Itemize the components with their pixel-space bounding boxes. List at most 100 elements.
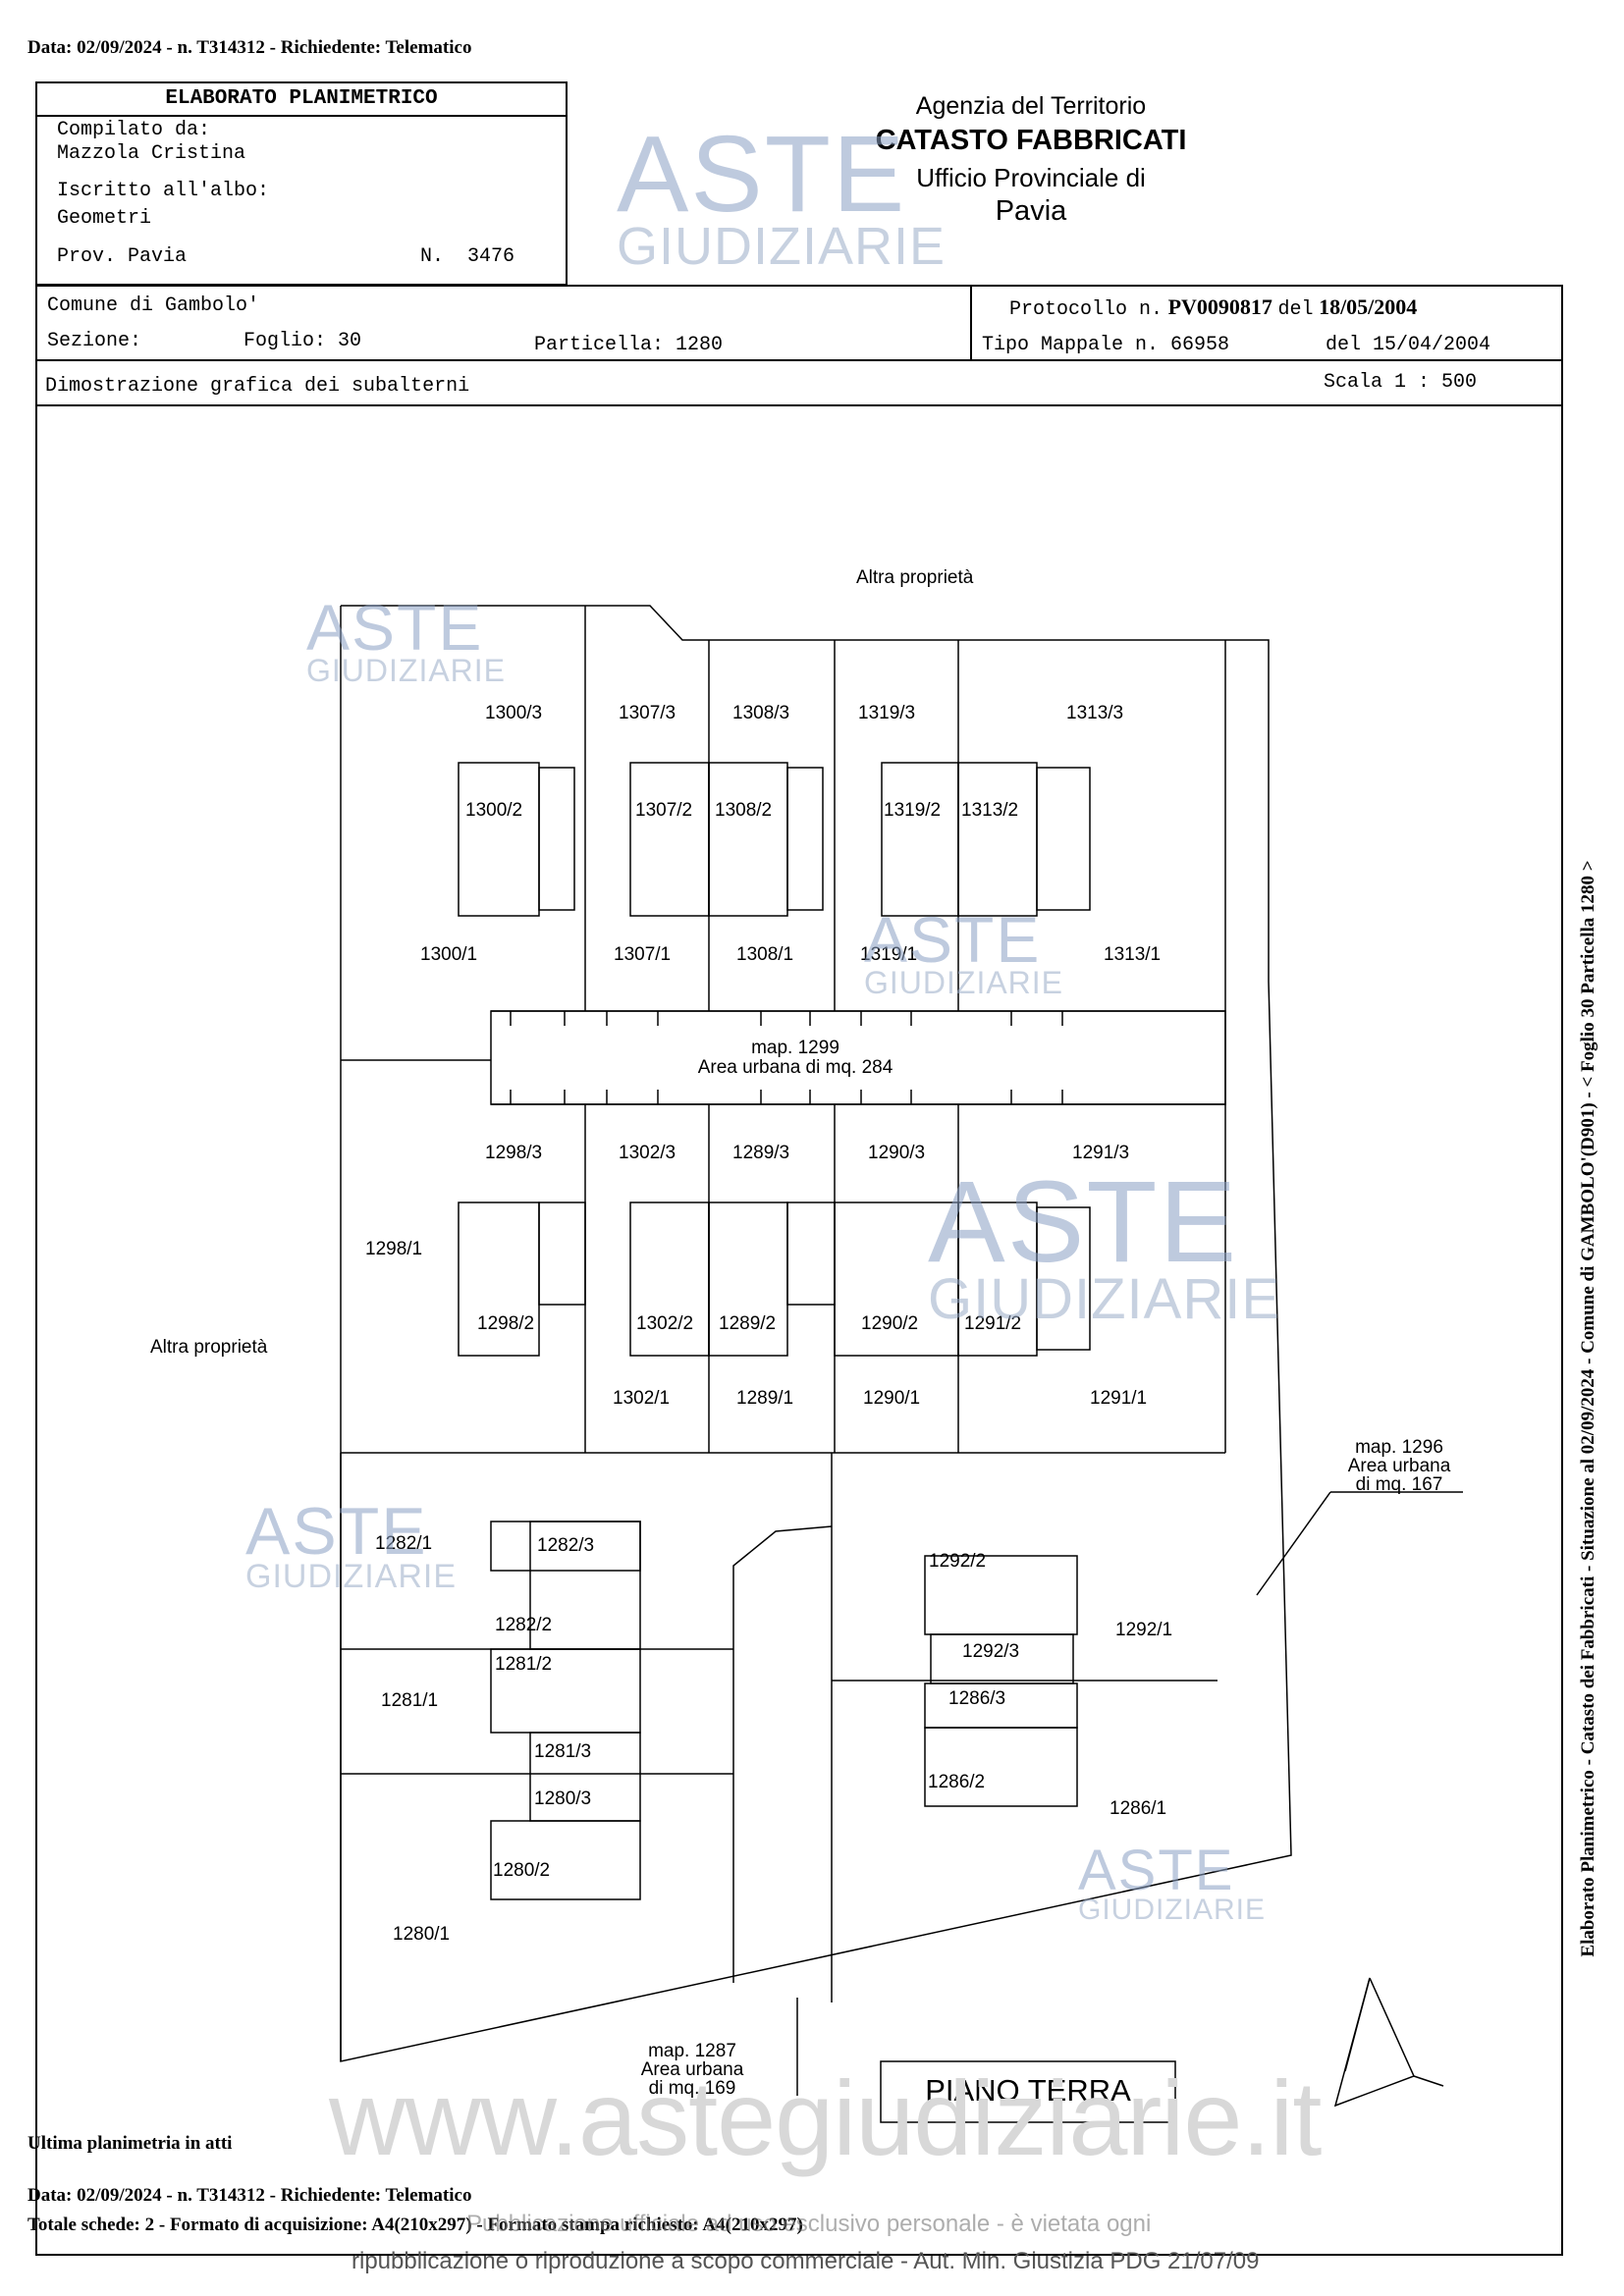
scale-label: Scala 1 : 500 [1324, 371, 1478, 394]
compiler-box: ELABORATO PLANIMETRICO Compilato da: Maz… [35, 81, 568, 286]
sub-1307-1: 1307/1 [614, 944, 672, 965]
footer-totale: Totale schede: 2 - Formato di acquisizio… [27, 2215, 803, 2235]
watermark-aste-text: ASTE [864, 903, 1042, 976]
watermark-aste-text: ASTE [928, 1157, 1239, 1287]
aste-watermark-5: ASTE GIUDIZIARIE [1078, 1839, 1267, 1927]
top-meta: Data: 02/09/2024 - n. T314312 - Richiede… [27, 37, 472, 58]
elaborato-title: ELABORATO PLANIMETRICO [37, 83, 566, 117]
watermark-giudiziarie-text: GIUDIZIARIE [1078, 1894, 1267, 1927]
albo-label: Iscritto all'albo: [57, 180, 270, 202]
sub-1290-3: 1290/3 [868, 1143, 926, 1163]
albo-value: Geometri [57, 207, 152, 230]
sub-1298-1: 1298/1 [365, 1239, 423, 1259]
tipo-mappale: Tipo Mappale n. 66958 [982, 334, 1230, 356]
foglio: Foglio: 30 [244, 330, 362, 352]
agency-name: Agenzia del Territorio [915, 92, 1147, 120]
map-1299-area: Area urbana di mq. 284 [697, 1057, 893, 1078]
sub-1298-3: 1298/3 [485, 1143, 543, 1163]
map-1287-title: map. 1287 [648, 2041, 736, 2061]
aste-watermark-1: ASTE GIUDIZIARIE [306, 591, 507, 689]
watermark-aste-text: ASTE [306, 591, 484, 664]
catasto-title: CATASTO FABBRICATI [875, 125, 1187, 156]
aste-watermark-header: ASTE GIUDIZIARIE [617, 114, 947, 276]
watermark-aste-text: ASTE [617, 114, 907, 235]
sub-1319-3: 1319/3 [858, 703, 916, 723]
sezione: Sezione: [47, 330, 142, 352]
url-watermark: www.astegiudiziarie.it [329, 2058, 1322, 2177]
sub-1286-1: 1286/1 [1110, 1798, 1167, 1819]
sub-1300-3: 1300/3 [485, 703, 543, 723]
office-city: Pavia [995, 195, 1067, 227]
sub-1280-3: 1280/3 [534, 1789, 592, 1809]
sub-1286-2: 1286/2 [928, 1772, 986, 1792]
footer-repub: ripubblicazione o riproduzione a scopo c… [352, 2248, 1260, 2274]
sub-1281-1: 1281/1 [381, 1690, 439, 1711]
compiled-label: Compilato da: [57, 119, 211, 141]
sub-1298-2: 1298/2 [477, 1313, 535, 1334]
map-1296-area: di mq. 167 [1355, 1474, 1443, 1495]
watermark-giudiziarie-text: GIUDIZIARIE [928, 1267, 1281, 1332]
sub-1289-1: 1289/1 [736, 1388, 794, 1409]
protocol-label: Protocollo n. [1009, 298, 1164, 321]
watermark-giudiziarie-text: GIUDIZIARIE [617, 217, 947, 276]
sub-1307-3: 1307/3 [619, 703, 677, 723]
sub-1313-1: 1313/1 [1104, 944, 1162, 965]
sub-1292-3: 1292/3 [962, 1641, 1020, 1662]
tipo-date: del 15/04/2004 [1326, 334, 1491, 356]
sub-1282-1: 1282/1 [375, 1533, 433, 1554]
sub-1308-2: 1308/2 [715, 800, 773, 821]
map-1299-label: map. 1299 Area urbana di mq. 284 [668, 1039, 923, 1078]
sub-1313-2: 1313/2 [961, 800, 1019, 821]
map-1287-kind: Area urbana [640, 2059, 744, 2080]
sub-1300-1: 1300/1 [420, 944, 478, 965]
west-neighbor: Altra proprietà [150, 1337, 268, 1358]
sub-1300-2: 1300/2 [465, 800, 523, 821]
albo-number: N. 3476 [420, 245, 515, 268]
protocol-del: del [1277, 298, 1314, 321]
sub-1313-3: 1313/3 [1066, 703, 1124, 723]
protocol-date: 18/05/2004 [1319, 294, 1418, 319]
sub-1291-3: 1291/3 [1072, 1143, 1130, 1163]
drawing-frame [35, 404, 1563, 2256]
sub-1289-3: 1289/3 [732, 1143, 790, 1163]
map-1287-area: di mq. 169 [648, 2078, 736, 2099]
map-1296-title: map. 1296 [1355, 1437, 1443, 1458]
sub-1286-3: 1286/3 [948, 1688, 1006, 1709]
sub-1281-2: 1281/2 [495, 1654, 553, 1675]
sub-1302-3: 1302/3 [619, 1143, 677, 1163]
sub-1282-3: 1282/3 [537, 1535, 595, 1556]
map-1296-label: map. 1296 Area urbana di mq. 167 [1316, 1438, 1483, 1494]
sub-1307-2: 1307/2 [635, 800, 693, 821]
protocol-number: PV0090817 [1167, 294, 1272, 319]
office-label: Ufficio Provinciale di [916, 163, 1146, 192]
footer-data: Data: 02/09/2024 - n. T314312 - Richiede… [27, 2185, 472, 2206]
agency-block: Agenzia del Territorio CATASTO FABBRICAT… [825, 92, 1237, 228]
watermark-aste-text: ASTE [1078, 1839, 1235, 1902]
aste-watermark-2: ASTE GIUDIZIARIE [864, 903, 1064, 1001]
map-1296-kind: Area urbana [1347, 1456, 1451, 1476]
aste-watermark-3: ASTE GIUDIZIARIE [928, 1157, 1281, 1332]
sub-1289-2: 1289/2 [719, 1313, 777, 1334]
sub-1291-2: 1291/2 [964, 1313, 1022, 1334]
ultima-planimetria: Ultima planimetria in atti [27, 2133, 233, 2154]
floor-level-label: PIANO TERRA [925, 2073, 1131, 2108]
sub-1308-3: 1308/3 [732, 703, 790, 723]
sub-1292-2: 1292/2 [929, 1551, 987, 1572]
sub-1280-1: 1280/1 [393, 1924, 451, 1945]
watermark-aste-text: ASTE [245, 1494, 428, 1569]
aste-watermark-4: ASTE GIUDIZIARIE [245, 1494, 457, 1593]
sub-1302-1: 1302/1 [613, 1388, 671, 1409]
parcel-boundary [340, 605, 1292, 2062]
sub-1308-1: 1308/1 [736, 944, 794, 965]
sub-1282-2: 1282/2 [495, 1615, 553, 1635]
sub-1290-1: 1290/1 [863, 1388, 921, 1409]
watermark-giudiziarie-text: GIUDIZIARIE [864, 965, 1064, 1001]
sub-1319-1: 1319/1 [860, 944, 918, 965]
footer-overlay-notice: Pubblicazione ufficiale ad uso esclusivo… [466, 2211, 1152, 2237]
watermark-giudiziarie-text: GIUDIZIARIE [306, 653, 507, 689]
sub-1319-2: 1319/2 [884, 800, 942, 821]
sub-1280-2: 1280/2 [493, 1860, 551, 1881]
sub-1302-2: 1302/2 [636, 1313, 694, 1334]
particella: Particella: 1280 [534, 334, 724, 356]
